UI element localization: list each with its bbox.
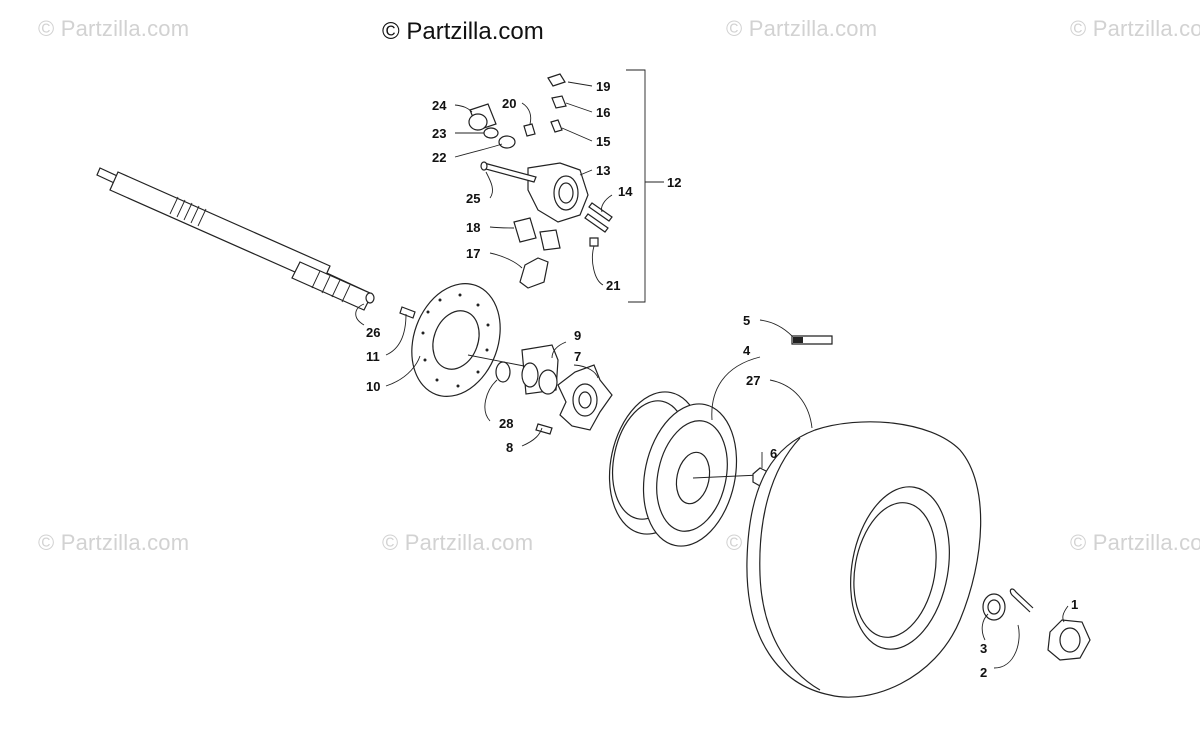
- brake-caliper-part[interactable]: [527, 162, 589, 223]
- watermark-top-edge: © Partzilla.com: [1070, 16, 1200, 41]
- bleeder-part[interactable]: [589, 237, 599, 247]
- hub-housing-part[interactable]: [467, 344, 559, 395]
- label-5[interactable]: 5: [743, 313, 750, 328]
- tire-part[interactable]: [746, 421, 982, 698]
- label-17[interactable]: 17: [466, 246, 480, 261]
- caliper-bracket-part[interactable]: [519, 257, 549, 289]
- seal-ring-part[interactable]: [483, 127, 516, 149]
- label-1[interactable]: 1: [1071, 597, 1078, 612]
- sleeve-part[interactable]: [468, 103, 497, 131]
- label-16[interactable]: 16: [596, 105, 610, 120]
- wheel-hub-part[interactable]: [557, 364, 613, 431]
- label-14[interactable]: 14: [618, 184, 633, 199]
- callout-labels: 1 2 3 4 5 6 7 8 9 10 11 12 13 14 15 16 1…: [366, 79, 1078, 680]
- watermark-bottom-center: © Partzilla.com: [382, 530, 534, 555]
- label-9[interactable]: 9: [574, 328, 581, 343]
- watermark-bottom-left: © Partzilla.com: [38, 530, 190, 555]
- label-8[interactable]: 8: [506, 440, 513, 455]
- watermark-top-main: © Partzilla.com: [382, 18, 544, 45]
- disc-bolt-part[interactable]: [399, 306, 416, 319]
- label-7[interactable]: 7: [574, 349, 581, 364]
- watermark-top-left: © Partzilla.com: [38, 16, 190, 41]
- group-bracket: [626, 69, 646, 303]
- label-6[interactable]: 6: [770, 446, 777, 461]
- guide-pins-part[interactable]: [584, 202, 613, 233]
- label-10[interactable]: 10: [366, 379, 380, 394]
- label-12[interactable]: 12: [667, 175, 681, 190]
- wheel-stud-part[interactable]: [535, 423, 553, 435]
- hub-cap-part[interactable]: [1047, 619, 1091, 661]
- cotter-pin-part[interactable]: [1009, 588, 1034, 613]
- label-23[interactable]: 23: [432, 126, 446, 141]
- label-2[interactable]: 2: [980, 665, 987, 680]
- label-24[interactable]: 24: [432, 98, 447, 113]
- label-27[interactable]: 27: [746, 373, 760, 388]
- leader-lines: [355, 81, 1069, 669]
- label-4[interactable]: 4: [743, 343, 751, 358]
- label-18[interactable]: 18: [466, 220, 480, 235]
- brake-pads-part[interactable]: [513, 217, 561, 251]
- label-11[interactable]: 11: [366, 349, 380, 364]
- wheel-rim-part[interactable]: [597, 383, 761, 555]
- label-28[interactable]: 28: [499, 416, 513, 431]
- label-13[interactable]: 13: [596, 163, 610, 178]
- label-3[interactable]: 3: [980, 641, 987, 656]
- label-25[interactable]: 25: [466, 191, 480, 206]
- watermark-top-right: © Partzilla.com: [726, 16, 878, 41]
- label-26[interactable]: 26: [366, 325, 380, 340]
- label-21[interactable]: 21: [606, 278, 620, 293]
- axle-shaft-part[interactable]: [96, 167, 375, 311]
- label-22[interactable]: 22: [432, 150, 446, 165]
- small-hardware-part[interactable]: [523, 73, 567, 137]
- label-15[interactable]: 15: [596, 134, 610, 149]
- caliper-bolt-part[interactable]: [480, 161, 537, 183]
- ring-part[interactable]: [495, 361, 511, 383]
- label-20[interactable]: 20: [502, 96, 516, 111]
- valve-stem-part[interactable]: [791, 335, 833, 345]
- label-19[interactable]: 19: [596, 79, 610, 94]
- watermark-bottom-edge: © Partzilla.com: [1070, 530, 1200, 555]
- brake-disc-part[interactable]: [397, 271, 516, 409]
- axle-nut-part[interactable]: [982, 593, 1006, 621]
